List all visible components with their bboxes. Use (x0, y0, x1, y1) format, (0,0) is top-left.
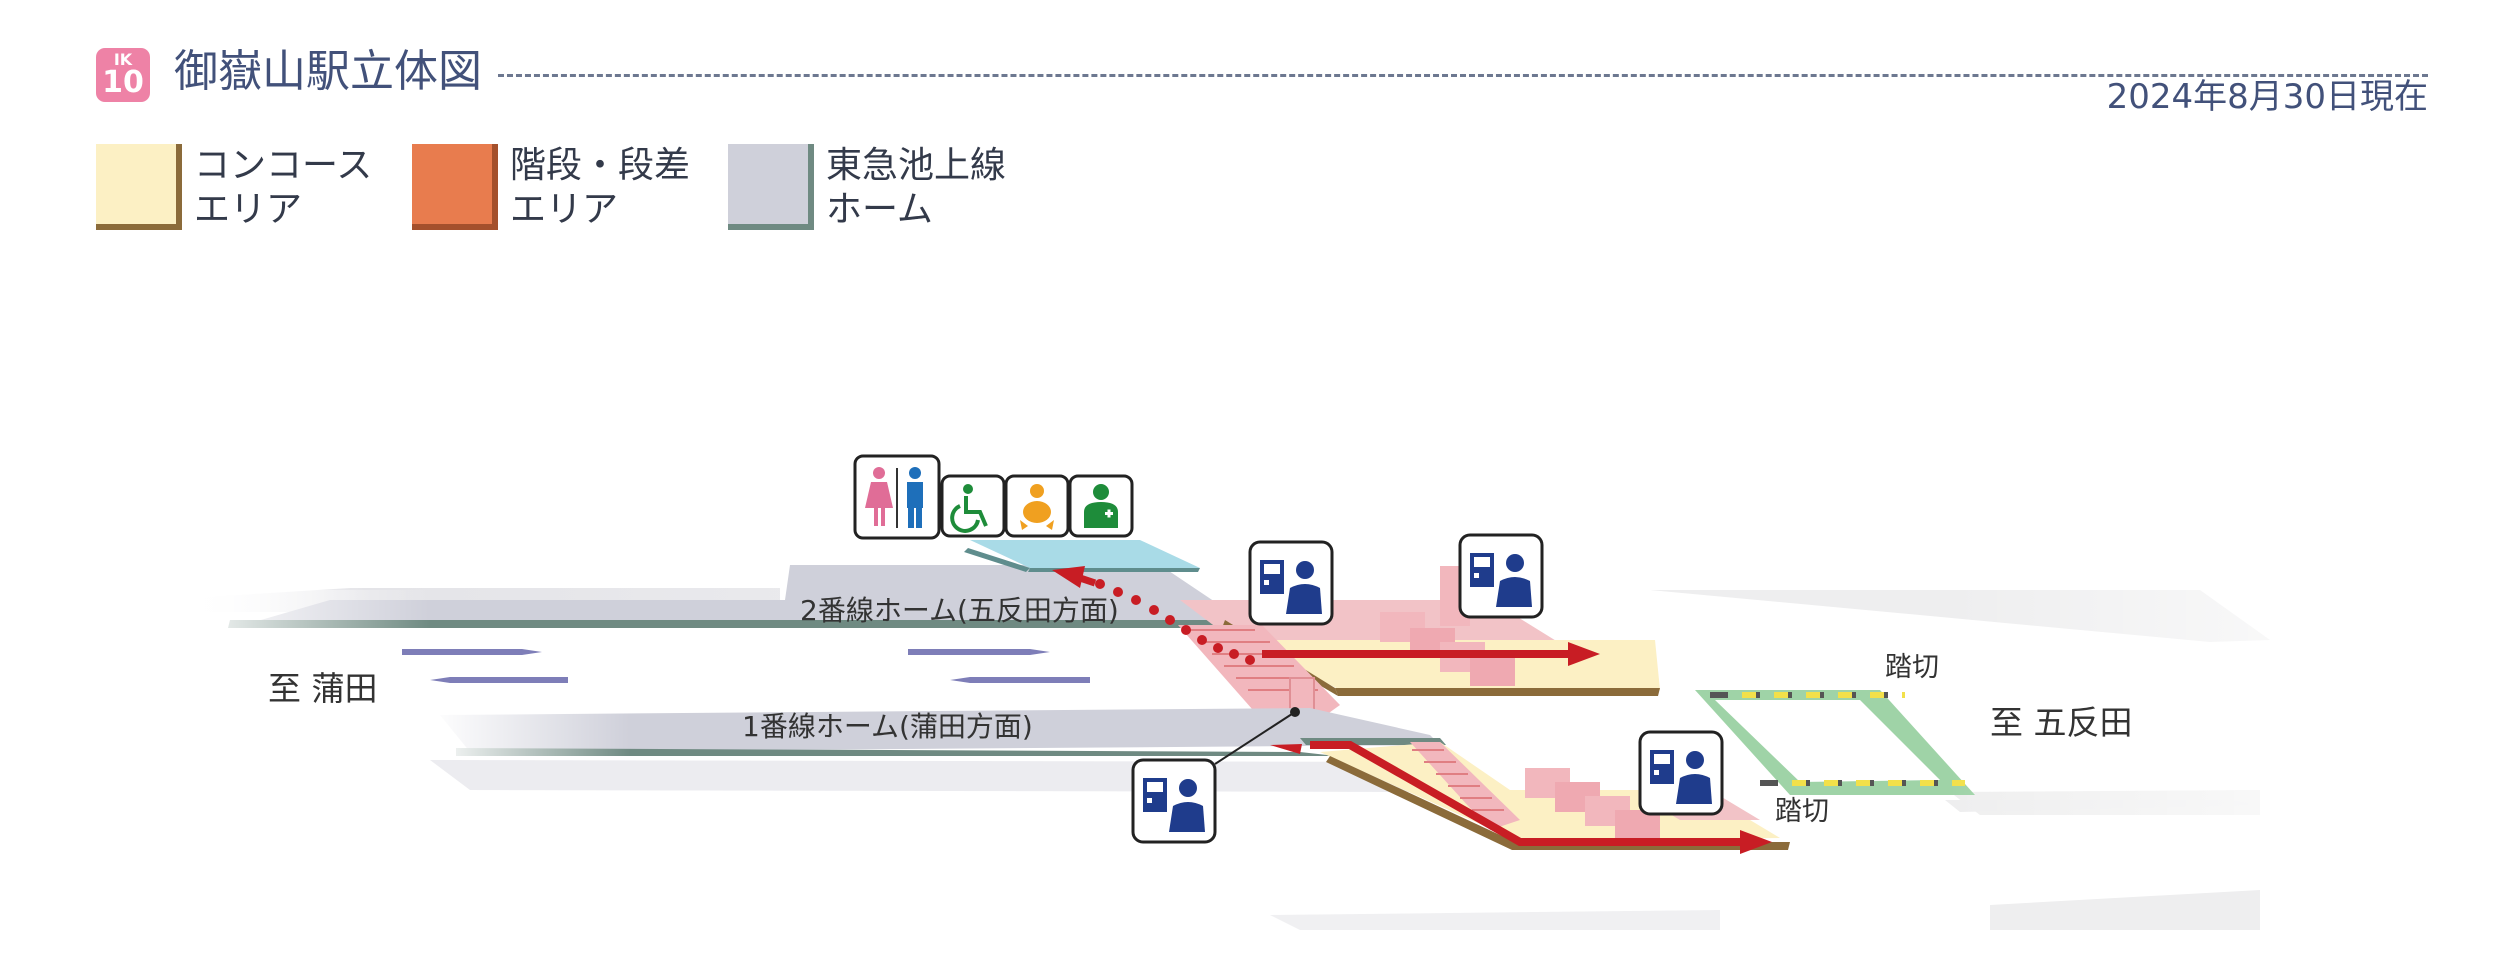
baby-icon (1004, 474, 1070, 538)
stairs-swatch (412, 144, 498, 230)
concourse-swatch (96, 144, 182, 230)
page-title: 御嶽山駅立体図 (174, 46, 482, 97)
direction-gotanda: 至 五反田 (1990, 703, 2133, 742)
line-code: IK (113, 50, 133, 69)
leader-line (1214, 711, 1296, 765)
legend-label: コンコース エリア (194, 145, 373, 230)
title-divider (498, 74, 2428, 77)
ticket-machine-staff-icon (1458, 533, 1544, 619)
wheelchair-icon (940, 474, 1006, 538)
crossing-label-lower: 踏切 (1775, 796, 1829, 827)
route-markers (1052, 566, 1772, 854)
platform-2-label: 2番線ホーム(五反田方面) (800, 594, 1119, 627)
platform-1-label: 1番線ホーム(蒲田方面) (742, 710, 1033, 743)
leader-dot (1290, 707, 1300, 717)
ticket-machine-staff-icon (1248, 540, 1334, 626)
ticket-machine-staff-icon (1131, 758, 1217, 844)
first-aid-icon (1068, 474, 1134, 538)
route-arrow (1568, 642, 1600, 666)
restroom-icon (853, 454, 941, 540)
level-crossing (1695, 690, 1975, 795)
direction-kamata: 至 蒲田 (268, 669, 378, 708)
legend-label: 東急池上線 ホーム (826, 145, 1007, 230)
as-of-date: 2024年8月30日現在 (2106, 77, 2428, 117)
legend-label: 階段・段差 エリア (510, 145, 691, 230)
crossing-label-upper: 踏切 (1885, 652, 1939, 683)
route-arrow (1052, 566, 1085, 588)
platform-swatch (728, 144, 814, 230)
station-number: 10 (102, 65, 144, 100)
right-rail-fade (1945, 580, 2270, 820)
station-number-badge: IK 10 (96, 48, 150, 102)
platform-2 (180, 565, 1252, 635)
route-arrow (1740, 830, 1772, 854)
platform-1 (430, 700, 1446, 760)
ticket-machine-staff-icon (1638, 730, 1724, 816)
